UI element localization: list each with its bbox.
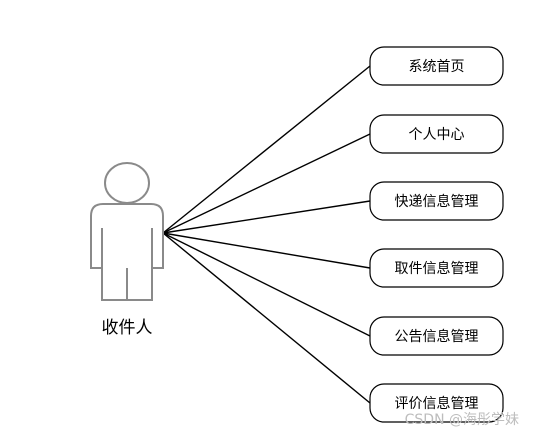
actor-head [104,162,150,204]
use-case-label: 公告信息管理 [395,328,479,345]
use-case-label: 评价信息管理 [395,395,479,412]
association-line-5 [162,232,371,337]
use-case-1: 系统首页 [369,46,504,86]
use-case-6: 评价信息管理 [369,383,504,423]
use-case-label: 快递信息管理 [395,193,479,210]
use-case-box [369,316,504,356]
watermark: CSDN @海彤学妹 [405,412,519,428]
association-line-1 [162,65,371,234]
association-lines [162,65,371,404]
association-line-3 [162,200,371,234]
use-case-box [369,46,504,86]
use-case-label: 系统首页 [409,59,465,75]
association-line-4 [162,232,371,269]
use-case-4: 取件信息管理 [369,248,504,288]
use-case-label: 取件信息管理 [395,260,479,277]
use-case-box [369,114,504,154]
use-case-label: 个人中心 [409,127,465,143]
use-case-2: 个人中心 [369,114,504,154]
actor-figure [90,162,164,301]
use-case-3: 快递信息管理 [369,181,504,221]
actor-body [90,203,164,301]
use-case-5: 公告信息管理 [369,316,504,356]
use-case-box [369,383,504,423]
association-line-2 [162,133,371,234]
actor-label: 收件人 [102,318,153,338]
use-case-box [369,181,504,221]
association-line-6 [162,232,371,404]
use-case-box [369,248,504,288]
